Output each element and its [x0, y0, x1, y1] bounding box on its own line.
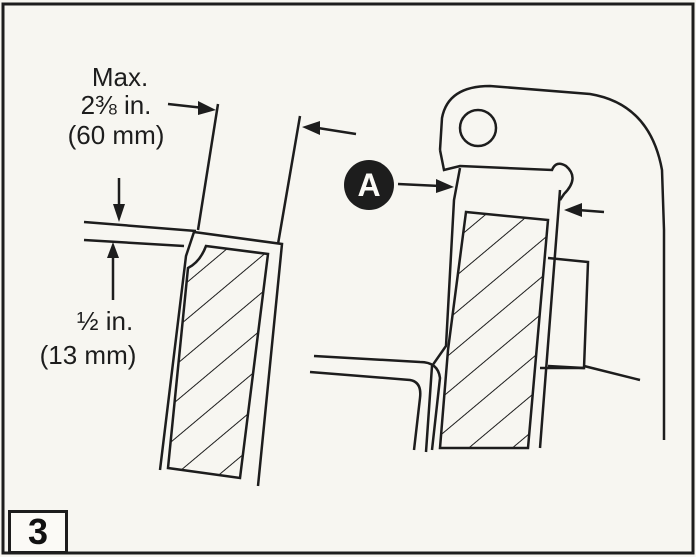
- shoulder: [438, 149, 574, 201]
- housing-outline: [438, 84, 666, 440]
- arrow-down: [113, 204, 125, 222]
- mounting-hole: [458, 108, 498, 148]
- left-bar-outer: [158, 230, 284, 487]
- ref-line-top: [83, 220, 197, 233]
- ref-line-bottom: [83, 238, 185, 248]
- step-number: 3: [8, 510, 68, 554]
- label-half-in: ½ in.: [76, 306, 134, 336]
- surface-line-lower: [309, 370, 422, 451]
- arrow-up: [107, 242, 119, 258]
- arrow-left: [302, 121, 320, 135]
- surface-line-upper: [313, 354, 442, 451]
- arrow-a: [436, 179, 454, 193]
- label-max-in: 2⅜ in.: [80, 90, 152, 120]
- right-bar-inner: [438, 210, 550, 450]
- extension-line-right: [276, 115, 302, 245]
- right-bar-outer: [424, 167, 562, 453]
- label-max-mm: (60 mm): [67, 120, 165, 150]
- extension-line-left: [196, 103, 220, 231]
- arrow-right: [198, 101, 216, 115]
- callout-a: A: [344, 160, 394, 210]
- label-max: Max.: [91, 62, 149, 92]
- label-half-mm: (13 mm): [39, 340, 137, 370]
- arrow-b: [564, 203, 582, 217]
- left-bar-inner: [166, 244, 270, 480]
